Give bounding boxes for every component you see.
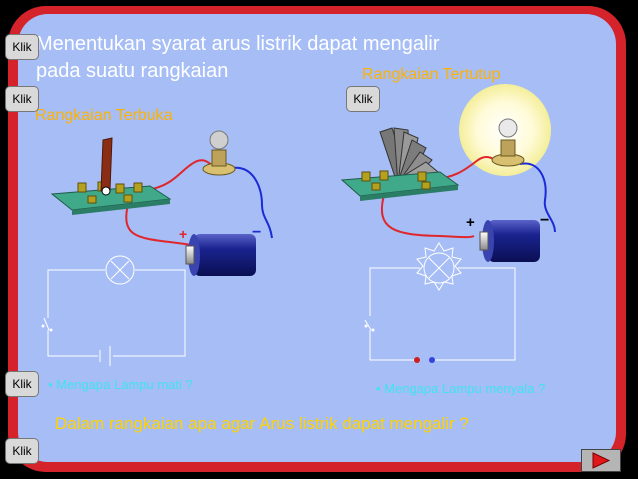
battery-left	[185, 234, 256, 276]
klik-button-open-label[interactable]: Klik	[5, 86, 39, 112]
question-lamp-off: • Mengapa Lampu mati ?	[48, 377, 193, 392]
open-circuit-schematic	[43, 255, 186, 366]
wire-blue-left	[231, 166, 273, 239]
switch-lever-open	[100, 137, 113, 192]
klik-button-questions[interactable]: Klik	[5, 371, 39, 397]
battery-right-minus: −	[540, 212, 550, 229]
battery-right-plus: +	[466, 214, 475, 231]
closed-circuit-schematic	[364, 242, 516, 361]
wire-red-left-top	[147, 159, 216, 191]
question-lamp-on: • Mengapa Lampu menyala ?	[376, 381, 546, 396]
wire-red-right	[380, 194, 475, 239]
main-question: Dalam rangkaian apa agar Arus listrik da…	[55, 414, 469, 433]
klik-button-title[interactable]: Klik	[5, 34, 39, 60]
battery-right	[479, 220, 540, 262]
battery-left-plus: +	[179, 226, 188, 242]
bulb-off-icon	[202, 130, 236, 176]
slide-title-line1: Menentukan syarat arus listrik dapat men…	[36, 33, 440, 55]
next-arrow-icon	[592, 452, 611, 469]
slide-title-line2: pada suatu rangkaian	[36, 60, 229, 82]
open-circuit-label: Rangkaian Terbuka	[35, 107, 173, 124]
battery-left-minus: −	[252, 224, 262, 241]
klik-button-closed-label[interactable]: Klik	[346, 86, 380, 112]
next-slide-button[interactable]	[581, 449, 621, 472]
klik-button-main-question[interactable]: Klik	[5, 438, 39, 464]
closed-circuit-label: Rangkaian Tertutup	[362, 66, 501, 83]
closed-circuit-illustration	[340, 84, 556, 363]
open-circuit-illustration	[41, 130, 273, 366]
wire-blue-right	[519, 162, 556, 233]
bulb-lit-icon	[491, 118, 525, 167]
